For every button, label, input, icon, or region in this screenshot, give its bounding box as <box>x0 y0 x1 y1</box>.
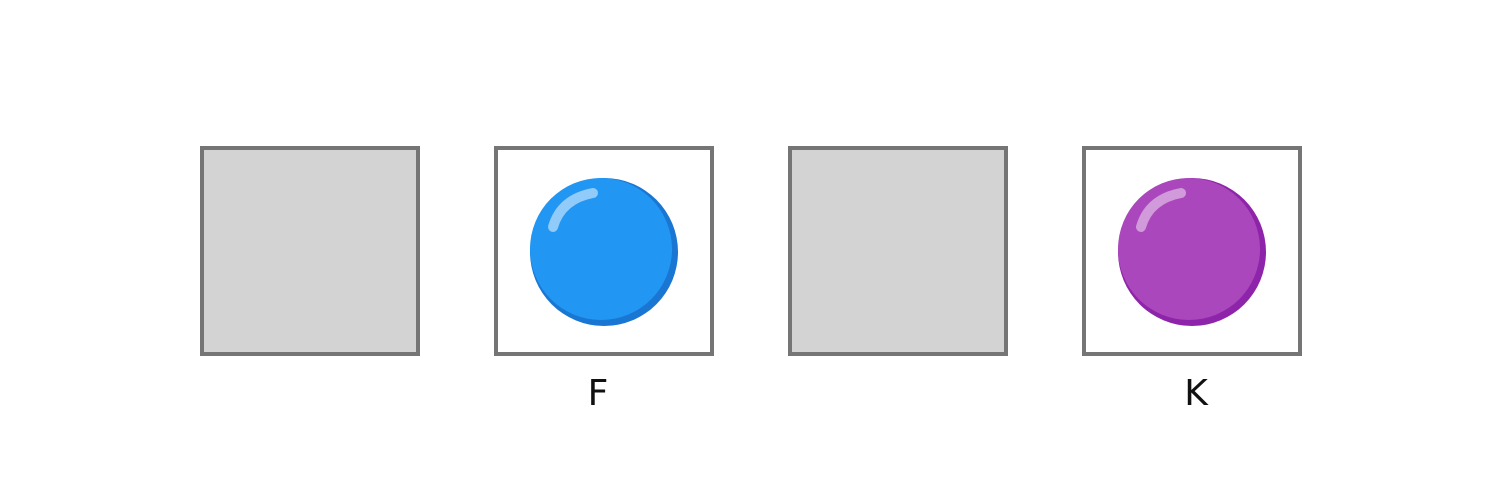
blue-ball-icon <box>529 177 679 327</box>
card-1-face-down[interactable] <box>200 146 420 356</box>
card-4-label: K <box>1184 373 1208 414</box>
card-2-label: F <box>587 373 609 414</box>
card-3-face-down[interactable] <box>788 146 1008 356</box>
card-2-face-up[interactable] <box>494 146 714 356</box>
purple-ball-icon <box>1117 177 1267 327</box>
card-4-face-up[interactable] <box>1082 146 1302 356</box>
